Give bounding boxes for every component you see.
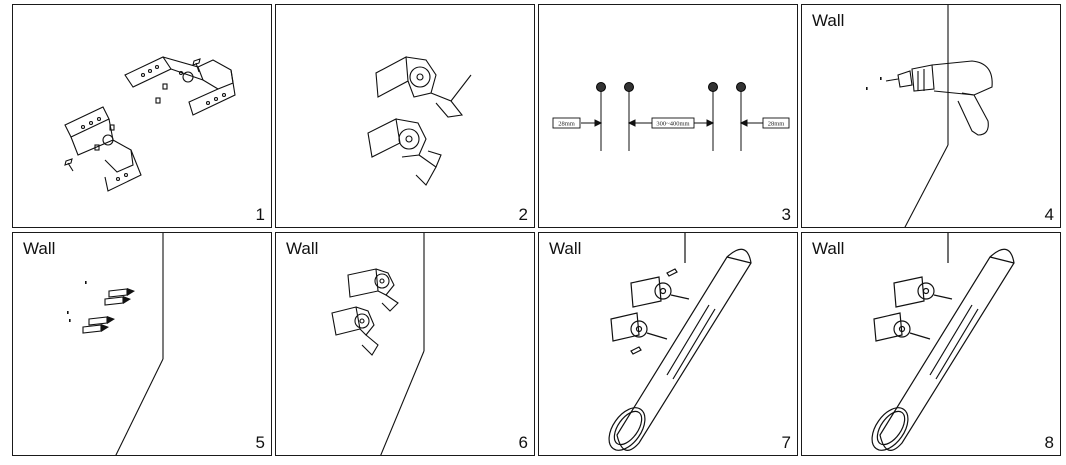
step-7-panel: Wall 7: [538, 232, 798, 456]
step-8-panel: Wall 8: [801, 232, 1061, 456]
step-number: 2: [518, 205, 528, 224]
step-2-panel: 2: [275, 4, 535, 228]
step-3-panel: 28mm 300~400mm 28mm 3: [538, 4, 798, 228]
heater-mounting-illustration: [608, 233, 752, 451]
dim-left-label: 28mm: [558, 121, 575, 128]
brackets-parts-illustration: [64, 56, 236, 192]
step-4-panel: Wall 4: [801, 4, 1061, 228]
brackets-on-wall-illustration: [331, 233, 425, 455]
hole-spacing-diagram: 28mm 300~400mm 28mm: [552, 82, 790, 151]
dim-middle-label: 300~400mm: [656, 121, 689, 128]
step-5-panel: Wall 5: [12, 232, 272, 456]
step-number: 8: [1044, 433, 1054, 452]
step-6-panel: Wall 6: [275, 232, 535, 456]
wall-label: Wall: [23, 239, 56, 258]
wall-label: Wall: [549, 239, 582, 258]
step-number: 4: [1044, 205, 1054, 224]
wall-label: Wall: [812, 239, 845, 258]
step-number: 3: [781, 205, 791, 224]
step-1-panel: 1: [12, 4, 272, 228]
step-number: 5: [255, 433, 265, 452]
wall-anchors-illustration: [67, 233, 164, 455]
drill-illustration: [866, 5, 993, 227]
wall-label: Wall: [286, 239, 319, 258]
step-number: 1: [255, 205, 265, 224]
step-number: 7: [781, 433, 791, 452]
dim-right-label: 28mm: [768, 121, 785, 128]
assembled-brackets-illustration: [367, 56, 472, 186]
wall-label: Wall: [812, 11, 845, 30]
heater-installed-illustration: [871, 233, 1015, 451]
step-number: 6: [518, 433, 528, 452]
